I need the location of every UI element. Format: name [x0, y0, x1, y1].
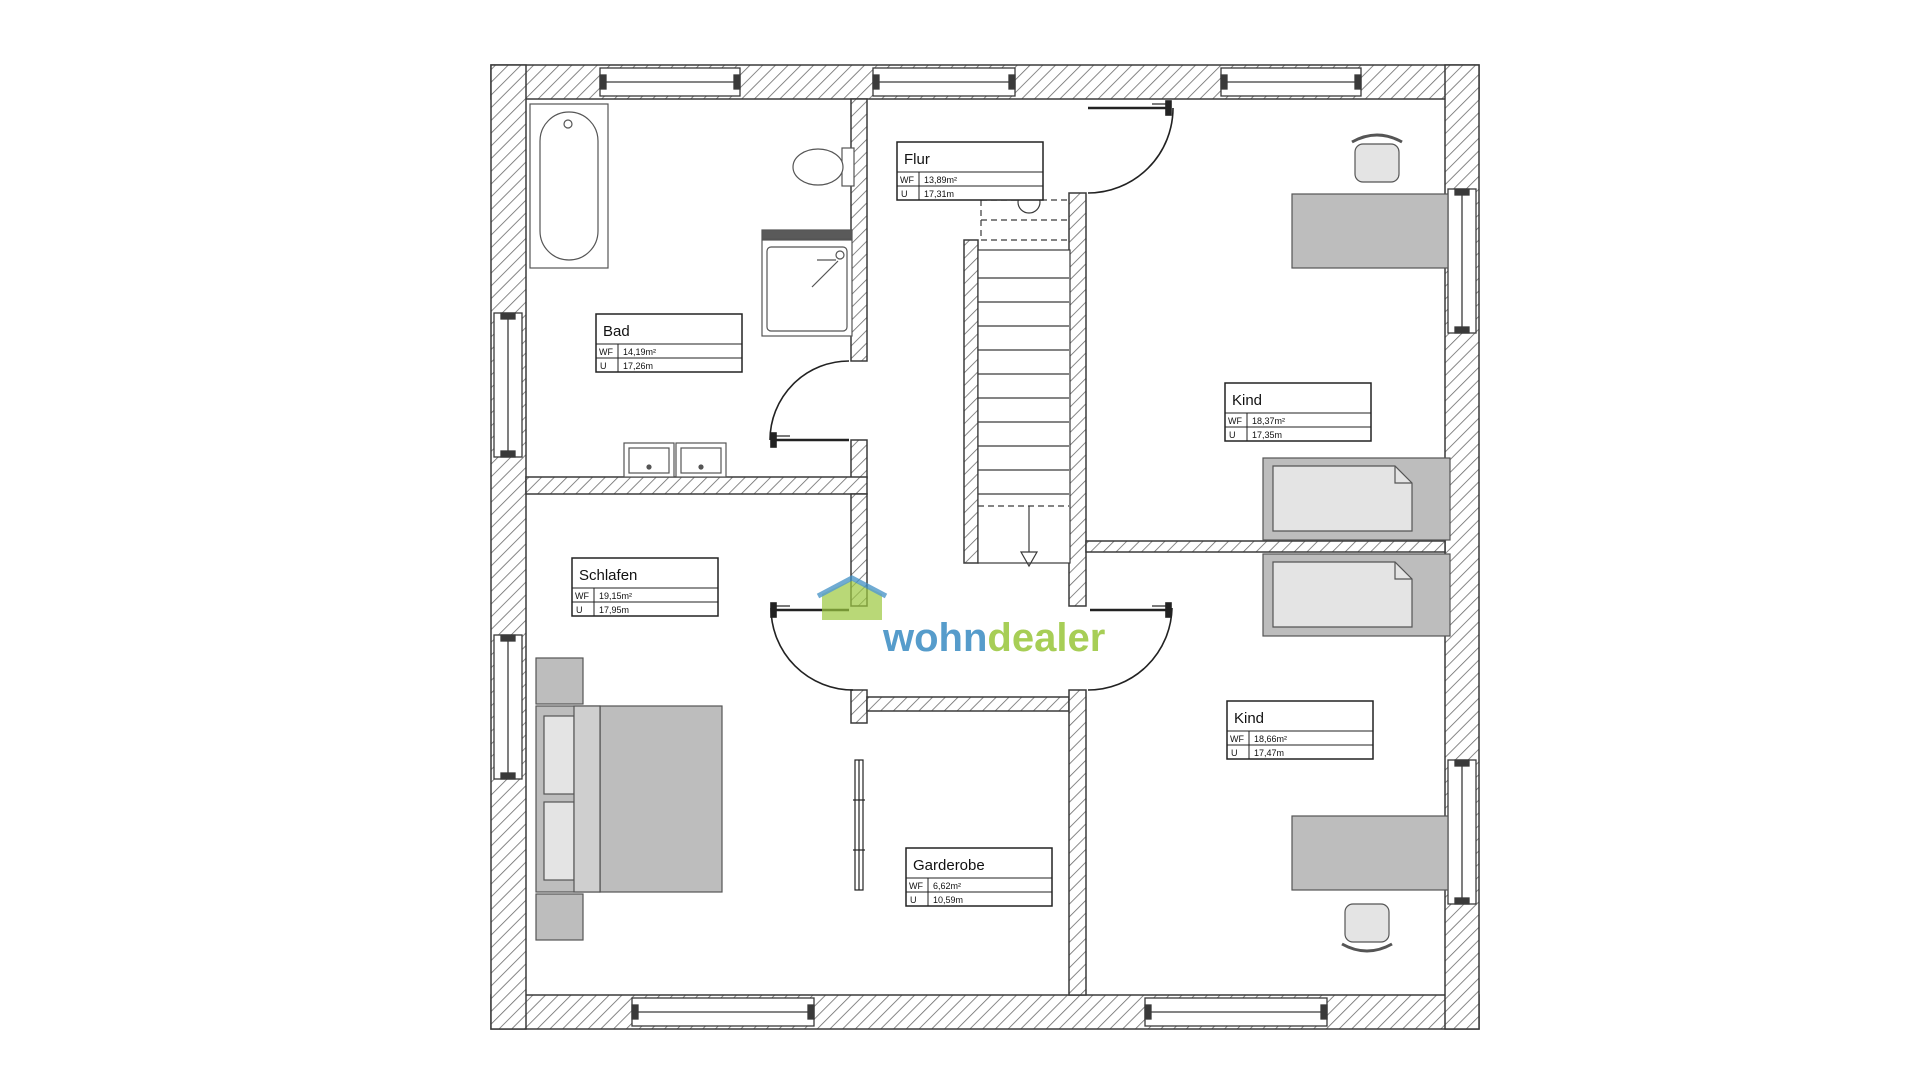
watermark-logo: wohndealer	[816, 575, 1105, 660]
wall-schlafen-east-low	[850, 689, 868, 724]
perimeter-abbreviation: U	[1229, 430, 1236, 440]
room-perimeter: 17,47m	[1254, 748, 1284, 758]
chair-kind-2-icon	[1341, 903, 1393, 953]
wall-bad-east-lower	[850, 439, 868, 479]
window-south-kind	[1144, 997, 1328, 1027]
wall-bad-east-upper	[850, 98, 868, 362]
chair-kind-1-icon	[1351, 133, 1403, 183]
area-abbreviation: WF	[575, 591, 589, 601]
room-perimeter: 17,35m	[1252, 430, 1282, 440]
room-name: Garderobe	[913, 857, 985, 874]
nightstand-top-icon	[535, 657, 584, 705]
room-area: 6,62m²	[933, 881, 961, 891]
sliding-door-garderobe	[853, 759, 865, 891]
area-abbreviation: WF	[900, 175, 914, 185]
desk-kind-1-icon	[1291, 193, 1449, 269]
room-area: 18,66m²	[1254, 734, 1287, 744]
door-kind-1	[1087, 100, 1174, 194]
wall-garderobe-north	[866, 696, 1070, 712]
exterior-wall-west	[490, 64, 527, 1030]
bathtub-icon	[529, 103, 609, 269]
shower-icon	[761, 229, 853, 337]
area-abbreviation: WF	[1230, 734, 1244, 744]
window-east-kind-2	[1447, 759, 1477, 905]
room-area: 14,19m²	[623, 347, 656, 357]
sink-right-icon	[675, 442, 727, 478]
perimeter-abbreviation: U	[910, 895, 917, 905]
window-east-kind-1	[1447, 188, 1477, 334]
window-west-schlafen	[493, 634, 523, 780]
bed-kind-1-icon	[1262, 457, 1451, 541]
double-bed-icon	[535, 705, 723, 893]
room-name: Kind	[1232, 392, 1262, 409]
room-area: 13,89m²	[924, 175, 957, 185]
area-abbreviation: WF	[1228, 416, 1242, 426]
area-abbreviation: WF	[599, 347, 613, 357]
room-area: 18,37m²	[1252, 416, 1285, 426]
door-bad	[769, 360, 850, 448]
toilet-icon	[792, 147, 855, 187]
room-perimeter: 17,31m	[924, 189, 954, 199]
staircase	[977, 190, 1071, 568]
room-name: Flur	[904, 151, 930, 168]
perimeter-abbreviation: U	[1231, 748, 1238, 758]
house-logo-icon	[816, 575, 888, 620]
room-perimeter: 17,95m	[599, 605, 629, 615]
nightstand-bottom-icon	[535, 893, 584, 941]
desk-kind-2-icon	[1291, 815, 1449, 891]
watermark-text: wohndealer	[882, 616, 1105, 660]
room-name: Kind	[1234, 710, 1264, 727]
window-west-bad	[493, 312, 523, 458]
door-kind-2	[1087, 602, 1173, 691]
stair-wall-west	[963, 239, 979, 564]
room-perimeter: 17,26m	[623, 361, 653, 371]
area-abbreviation: WF	[909, 881, 923, 891]
wall-flur-east-lower	[1068, 689, 1087, 996]
stair-arrow	[1019, 551, 1039, 568]
watermark-brand-part2: dealer	[987, 616, 1105, 660]
furniture	[529, 103, 1451, 953]
room-area: 19,15m²	[599, 591, 632, 601]
perimeter-abbreviation: U	[576, 605, 583, 615]
room-name: Schlafen	[579, 567, 637, 584]
window-north-bad	[599, 67, 741, 97]
window-south-schlafen	[631, 997, 815, 1027]
watermark-brand-part1: wohn	[882, 616, 987, 660]
room-name: Bad	[603, 323, 630, 340]
wall-kind-divider	[1085, 540, 1446, 553]
stair-treads	[978, 277, 1069, 495]
sink-left-icon	[623, 442, 675, 478]
doors	[769, 100, 1174, 891]
window-north-kind	[1220, 67, 1362, 97]
wall-flur-east-upper	[1068, 192, 1087, 607]
perimeter-abbreviation: U	[600, 361, 607, 371]
wall-bad-south	[525, 476, 868, 495]
perimeter-abbreviation: U	[901, 189, 908, 199]
bed-kind-2-icon	[1262, 553, 1451, 637]
windows	[493, 67, 1477, 1027]
room-perimeter: 10,59m	[933, 895, 963, 905]
window-north-flur	[872, 67, 1016, 97]
